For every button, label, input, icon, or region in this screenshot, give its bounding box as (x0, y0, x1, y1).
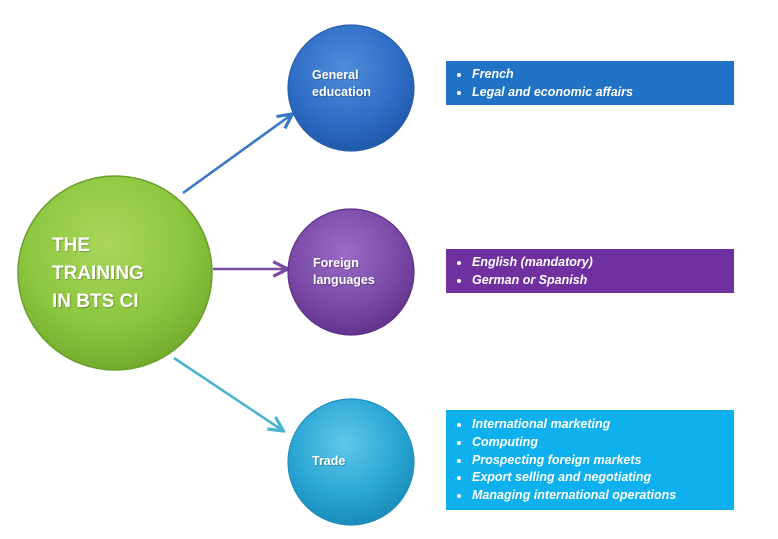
arrow-trade (173, 356, 282, 430)
list-general-education: French Legal and economic affairs (446, 66, 734, 102)
node-foreign-languages (287, 208, 415, 336)
center-title-line-2: TRAINING (52, 263, 144, 284)
center-title-line-1: THE (52, 235, 90, 256)
label-foreign-languages: Foreign languages (313, 255, 393, 289)
list-item: Computing (446, 434, 734, 452)
list-foreign-languages: English (mandatory) German or Spanish (446, 254, 734, 290)
node-general-education (287, 24, 415, 152)
center-title-line-3: IN BTS CI (52, 291, 139, 312)
list-item: Export selling and negotiating (446, 469, 734, 487)
list-item: International marketing (446, 416, 734, 434)
arrow-general (182, 115, 291, 195)
center-title: THE TRAINING IN BTS CI (52, 232, 182, 316)
list-trade: International marketing Computing Prospe… (446, 416, 734, 505)
label-foreign-line-2: languages (313, 273, 375, 287)
node-trade (287, 398, 415, 526)
label-general-education: General education (312, 67, 392, 101)
list-item: English (mandatory) (446, 254, 734, 272)
label-foreign-line-1: Foreign (313, 256, 359, 270)
list-item: French (446, 66, 734, 84)
box-trade: International marketing Computing Prospe… (446, 410, 734, 510)
label-general-line-2: education (312, 85, 372, 99)
label-general-line-1: General (312, 68, 359, 82)
list-item: Prospecting foreign markets (446, 452, 734, 470)
list-item: Managing international operations (446, 487, 734, 505)
box-general-education: French Legal and economic affairs (446, 61, 734, 105)
label-trade: Trade (312, 453, 392, 470)
center-node (17, 175, 213, 371)
list-item: Legal and economic affairs (446, 84, 734, 102)
list-item: German or Spanish (446, 272, 734, 290)
label-trade-line-1: Trade (312, 454, 346, 468)
box-foreign-languages: English (mandatory) German or Spanish (446, 249, 734, 293)
